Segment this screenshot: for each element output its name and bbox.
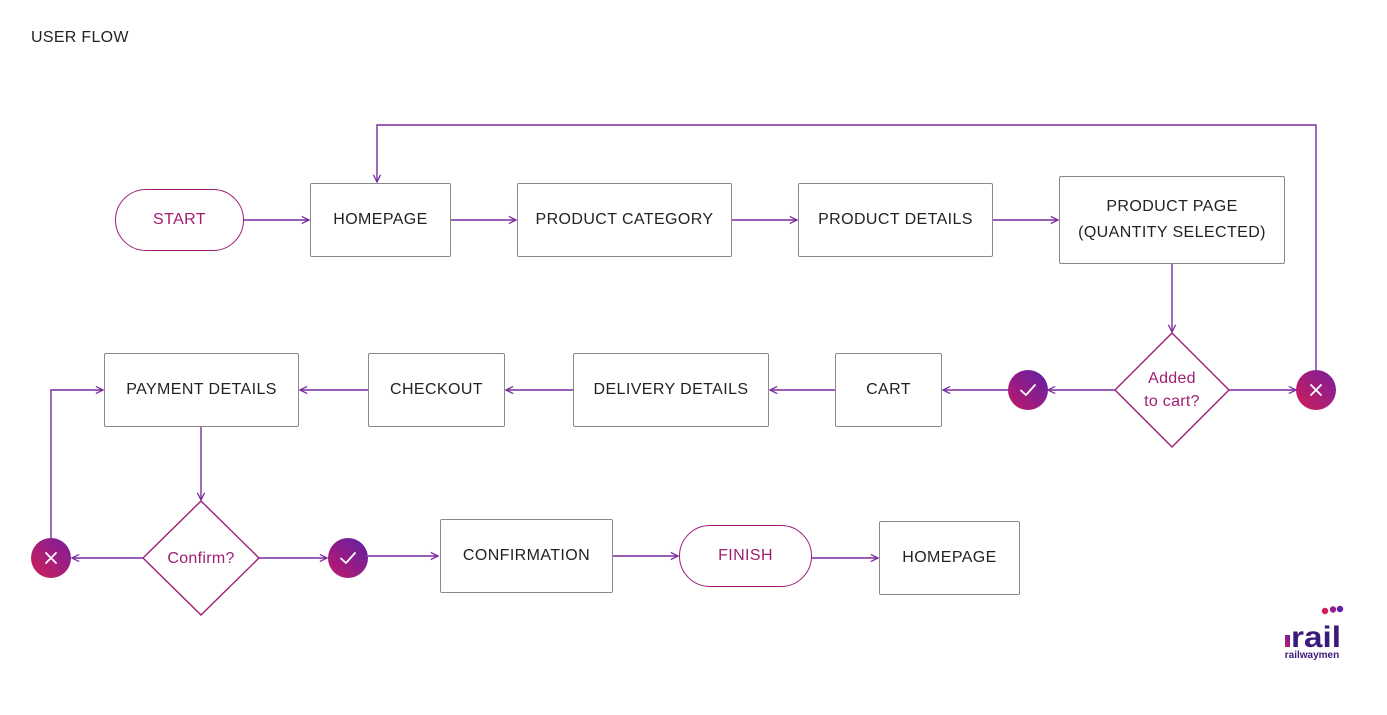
yes-branch-confirm [328, 538, 368, 578]
step-product-page-label-line2: (QUANTITY SELECTED) [1078, 224, 1266, 241]
check-icon [340, 552, 356, 564]
no-branch-cart [1296, 370, 1336, 410]
decision-confirm-shape [142, 500, 260, 616]
finish-terminal: FINISH [679, 525, 812, 587]
decision-added-to-cart-line2: to cart? [1144, 393, 1200, 410]
finish-label: FINISH [718, 547, 773, 564]
step-product-category: PRODUCT CATEGORY [517, 183, 732, 257]
railwaymen-logo: rail railwaymen [1281, 605, 1345, 663]
step-homepage-end-label: HOMEPAGE [902, 549, 997, 566]
decision-added-to-cart: Added to cart? [1125, 364, 1219, 416]
rail-logo-mark: rail [1285, 605, 1344, 654]
step-checkout-label: CHECKOUT [390, 381, 483, 398]
step-product-details-label: PRODUCT DETAILS [818, 211, 973, 228]
step-payment-details-label: PAYMENT DETAILS [126, 381, 277, 398]
close-icon [45, 552, 57, 564]
step-checkout: CHECKOUT [368, 353, 505, 427]
start-terminal: START [115, 189, 244, 251]
edge-no-loop-homepage [377, 124, 1317, 370]
step-product-page: PRODUCT PAGE (QUANTITY SELECTED) [1059, 176, 1285, 264]
step-product-category-label: PRODUCT CATEGORY [535, 211, 714, 228]
step-payment-details: PAYMENT DETAILS [104, 353, 299, 427]
check-icon [1020, 384, 1036, 396]
edge-no-loop-payment [50, 390, 103, 538]
step-delivery-details-label: DELIVERY DETAILS [593, 381, 749, 398]
step-homepage-end: HOMEPAGE [879, 521, 1020, 595]
decision-confirm-label: Confirm? [167, 549, 235, 567]
step-cart: CART [835, 353, 942, 427]
decision-confirm: Confirm? [150, 546, 252, 570]
start-label: START [153, 211, 206, 228]
step-cart-label: CART [866, 381, 911, 398]
decision-added-to-cart-line1: Added [1148, 370, 1196, 387]
step-product-page-label-line1: PRODUCT PAGE [1106, 198, 1238, 215]
step-confirmation: CONFIRMATION [440, 519, 613, 593]
no-branch-confirm [31, 538, 71, 578]
page-title: USER FLOW [31, 29, 129, 46]
close-icon [1310, 384, 1322, 396]
step-confirmation-label: CONFIRMATION [462, 547, 591, 564]
svg-text:rail: rail [1291, 621, 1341, 651]
step-product-details: PRODUCT DETAILS [798, 183, 993, 257]
decision-added-to-cart-shape [1114, 332, 1230, 448]
step-homepage: HOMEPAGE [310, 183, 451, 257]
logo-wordmark: railwaymen [1284, 650, 1340, 661]
yes-branch-cart [1008, 370, 1048, 410]
step-delivery-details: DELIVERY DETAILS [573, 353, 769, 427]
step-homepage-label: HOMEPAGE [333, 211, 428, 228]
